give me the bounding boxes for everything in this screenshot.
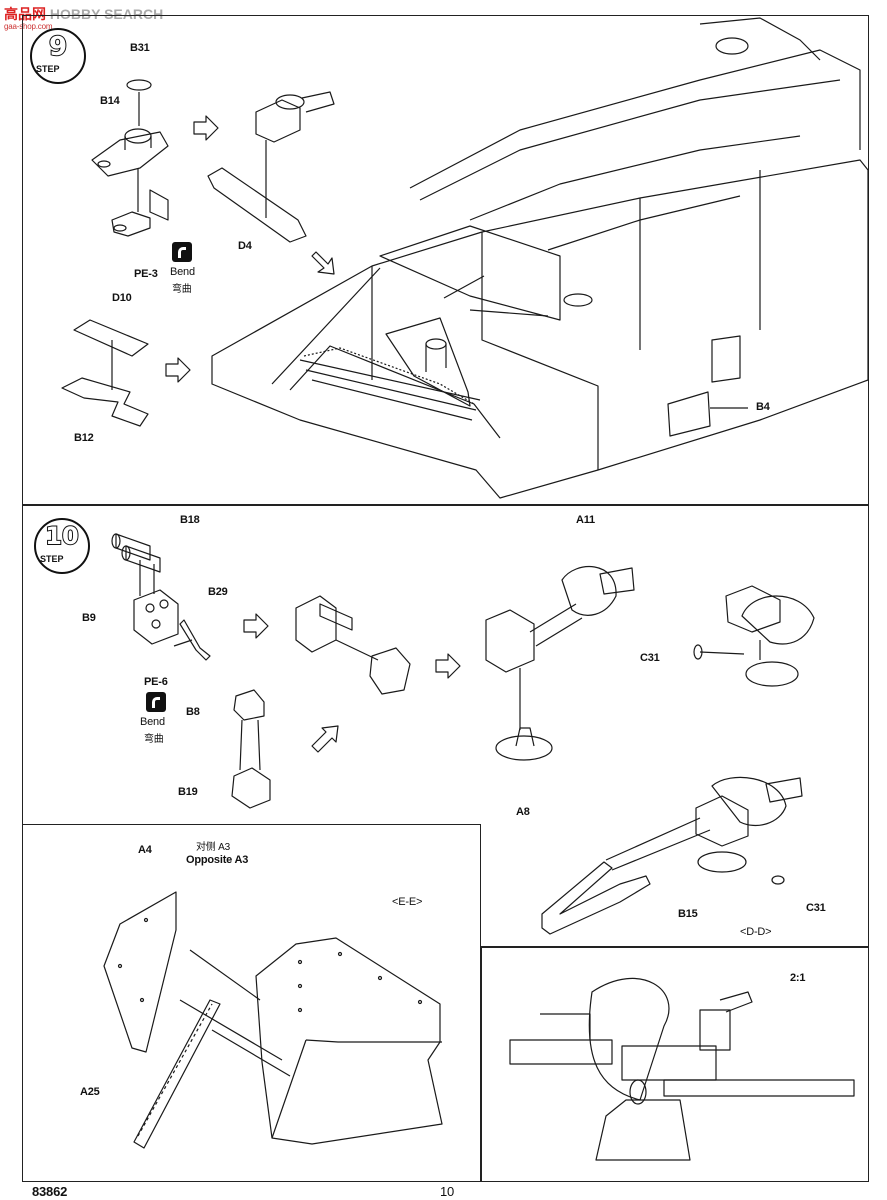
view-ee-label: <E-E>: [392, 896, 423, 908]
scale-detail-drawing: [509, 977, 855, 1161]
detail-ee-panel: [22, 824, 481, 1182]
step9-arrow-3: [311, 251, 335, 275]
label-c31: C31: [806, 902, 826, 914]
watermark-logo: 高品网 HOBBY SEARCH: [4, 4, 163, 24]
step9-number: 9: [48, 31, 68, 63]
step9-leader-b31: [137, 92, 140, 212]
step10-arrow-1: [243, 613, 269, 639]
step9-part-b14: [91, 128, 169, 177]
step9-part-pe3: [111, 189, 169, 237]
label-b29: B29: [208, 586, 228, 598]
vehicle-hull: [211, 17, 869, 499]
label-b9: B9: [82, 612, 96, 624]
step9-leader-lines: [271, 267, 748, 409]
page-number: 10: [440, 1184, 455, 1199]
product-code: 83862: [32, 1184, 68, 1199]
bend-icon: [146, 692, 166, 712]
step10-arrow-2: [435, 653, 461, 679]
label-b8: B8: [186, 706, 200, 718]
label-b15: B15: [678, 908, 698, 920]
step10-part-b8: [233, 689, 265, 721]
detail-scale-panel: [481, 947, 869, 1182]
step10-badge: 10 STEP: [34, 518, 90, 574]
label-b14: B14: [100, 95, 120, 107]
step9-part-b4: [667, 391, 711, 437]
step10-gun-assembly: [485, 566, 635, 730]
step10-completed-gun: [693, 585, 815, 687]
step10-part-b19: [231, 719, 271, 809]
view-dd-label: <D-D>: [740, 926, 772, 938]
scale-label: 2:1: [790, 972, 806, 984]
step9-part-b12: [61, 340, 149, 427]
label-d10: D10: [112, 292, 132, 304]
step9-part-d10: [73, 319, 149, 357]
opposite-a3: Opposite A3: [186, 854, 249, 866]
step10-part-a8: [495, 727, 553, 761]
label-d4: D4: [238, 240, 252, 252]
step9-part-b31: [126, 79, 152, 91]
step10-step-label: STEP: [40, 554, 64, 564]
ee-leader-lines: [179, 949, 291, 1077]
step9-part-b14-mount: [385, 317, 471, 407]
label-b19: B19: [178, 786, 198, 798]
step10-number: 10: [44, 521, 79, 551]
step9-badge: 9 STEP: [30, 28, 86, 84]
step9-step-label: STEP: [36, 64, 60, 74]
label-a4: A4: [138, 844, 152, 856]
label-a11: A11: [576, 514, 595, 526]
watermark-url: gaa-shop.com: [4, 22, 53, 31]
step10-subassembly-1: [295, 595, 411, 695]
step10-part-b15: [541, 817, 711, 935]
label-pe6: PE-6: [144, 676, 168, 688]
step10-part-b18: [111, 533, 161, 573]
ee-part-a4: [103, 891, 177, 1053]
bend-label-cn: 弯曲: [144, 734, 164, 745]
step10-part-b9: [133, 560, 179, 645]
step9-part-b14-upper: [255, 91, 335, 143]
label-b12: B12: [74, 432, 94, 444]
label-a8: A8: [516, 806, 530, 818]
bend-icon: [172, 242, 192, 262]
step10-view-dd-gun: [695, 776, 803, 885]
label-pe3: PE-3: [134, 268, 158, 280]
bend-label-cn: 弯曲: [172, 284, 192, 295]
step9-arrow-1: [193, 115, 219, 141]
ee-hull-section: [255, 937, 443, 1145]
watermark-en: HOBBY SEARCH: [49, 6, 164, 22]
step10-arrow-3: [311, 725, 339, 753]
label-b4: B4: [756, 401, 770, 413]
label-c31: C31: [640, 652, 660, 664]
watermark-cn: 高品网: [4, 6, 46, 22]
label-b18: B18: [180, 514, 200, 526]
step9-part-d4: [207, 140, 307, 243]
step9-arrow-2: [165, 357, 191, 383]
label-a25: A25: [80, 1086, 100, 1098]
bend-label: Bend: [170, 266, 195, 278]
opposite-a3-cn: 对侧 A3: [196, 842, 231, 853]
ee-part-a25: [133, 999, 221, 1149]
bend-label: Bend: [140, 716, 165, 728]
label-b31: B31: [130, 42, 150, 54]
step10-part-b29: [173, 619, 211, 661]
